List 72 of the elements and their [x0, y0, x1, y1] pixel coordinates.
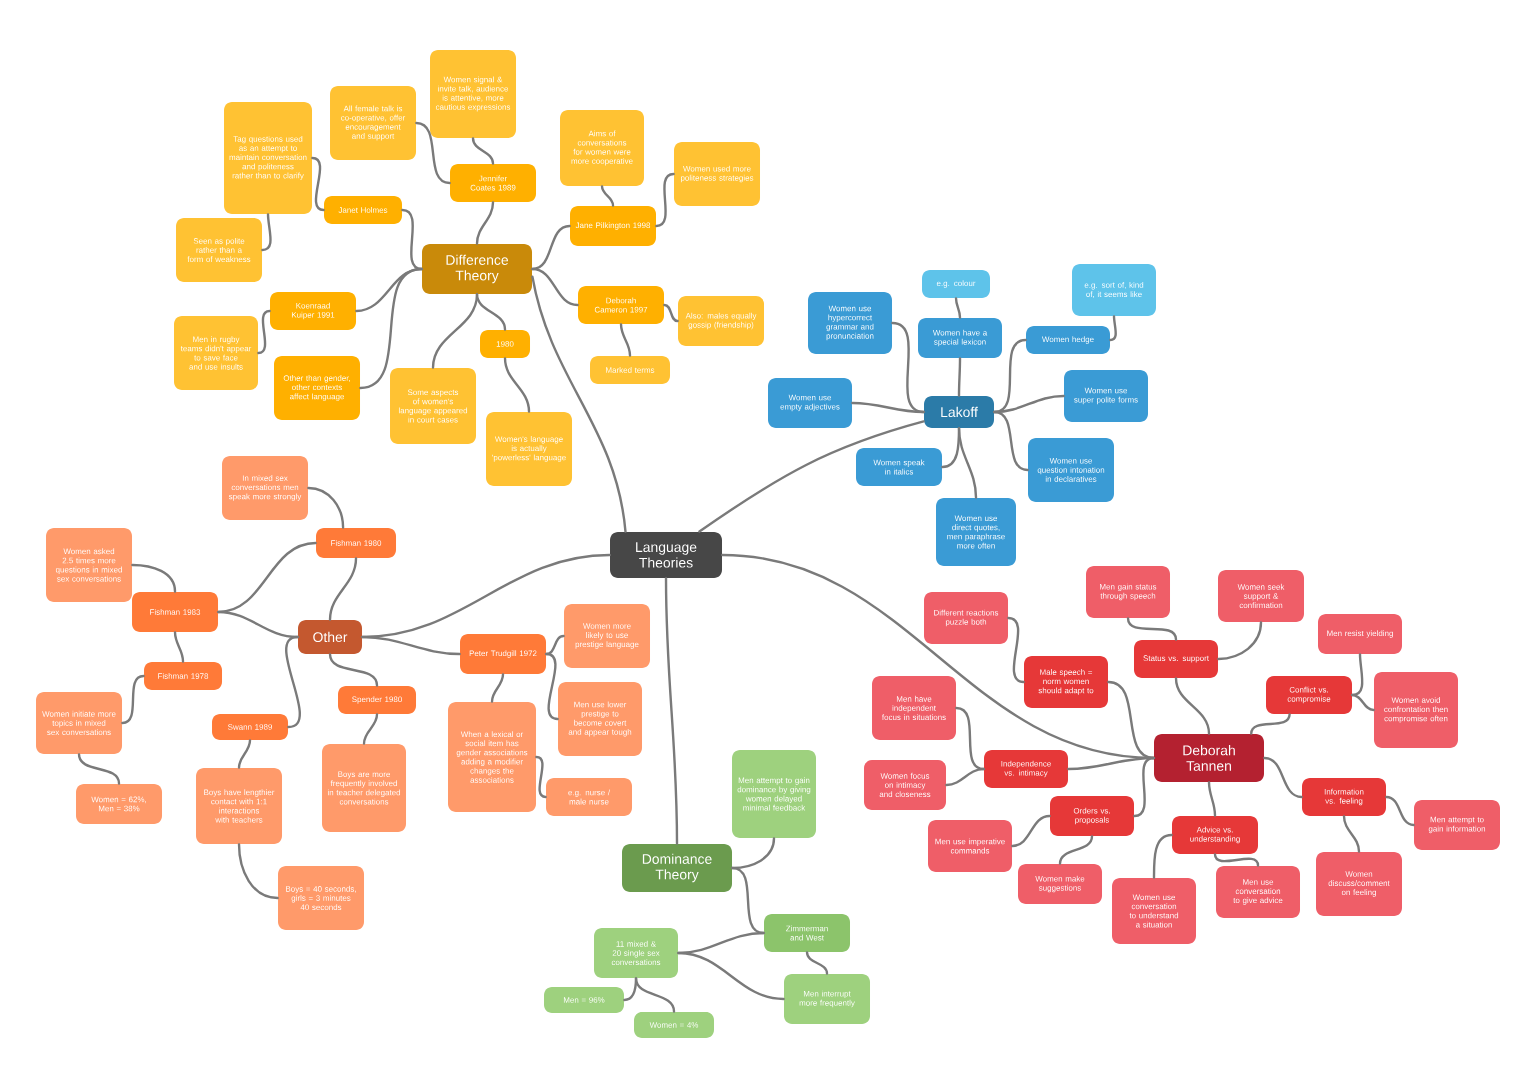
connector-line — [431, 293, 479, 369]
connector-line — [1174, 677, 1211, 735]
connector-line — [401, 208, 423, 271]
connector-line — [328, 653, 379, 687]
connector-line — [503, 357, 531, 413]
connector-line — [359, 267, 423, 390]
connector-line — [121, 674, 145, 725]
connector-line — [664, 577, 679, 845]
connector-line — [957, 427, 978, 499]
connector-line — [623, 977, 638, 1002]
connector-line — [77, 753, 121, 785]
connector-line — [663, 303, 679, 323]
connector-line — [531, 267, 579, 307]
connector-line — [1207, 781, 1217, 817]
connector-line — [1213, 853, 1260, 867]
connector-line — [619, 323, 632, 357]
connector-line — [535, 755, 547, 799]
connector-line — [993, 394, 1065, 414]
connector-line — [257, 309, 271, 355]
connector-line — [1067, 756, 1155, 771]
connector-line — [307, 486, 345, 529]
connector-line — [1126, 617, 1178, 641]
connector-line — [362, 713, 379, 745]
connector-line — [993, 410, 1029, 472]
connector-line — [957, 357, 962, 397]
connector-line — [1250, 713, 1291, 735]
connector-line — [1107, 680, 1155, 760]
connector-line — [945, 767, 985, 787]
connector-line — [311, 156, 325, 212]
connector-line — [677, 951, 785, 1001]
connector-line — [545, 652, 559, 721]
connector-line — [531, 224, 571, 271]
connector-line — [1109, 315, 1117, 342]
connector-line — [490, 673, 505, 703]
connector-line — [954, 297, 962, 319]
connector-line — [1011, 814, 1051, 848]
connector-line — [475, 293, 507, 331]
connector-line — [328, 557, 358, 621]
connector-line — [285, 635, 301, 729]
connector-line — [415, 121, 451, 185]
connector-line — [261, 213, 272, 252]
connector-line — [471, 137, 495, 165]
connector-line — [531, 275, 627, 533]
connector-line — [1133, 756, 1155, 818]
connector-line — [1058, 835, 1094, 865]
connector-line — [993, 338, 1027, 414]
connector-line — [1152, 833, 1173, 879]
connector-line — [731, 837, 776, 870]
connector-line — [698, 420, 925, 533]
connector-line — [355, 267, 423, 313]
connector-line — [173, 631, 185, 663]
connector-line — [1351, 693, 1375, 712]
connector-line — [1263, 756, 1303, 799]
connector-line — [655, 172, 675, 228]
connector-line — [361, 635, 461, 656]
connector-line — [1217, 621, 1263, 661]
connector-line — [600, 185, 615, 207]
connector-line — [805, 951, 829, 975]
connector-line — [131, 563, 177, 593]
connector-line — [731, 866, 765, 935]
connector-line — [851, 401, 925, 414]
connector-line — [677, 931, 765, 955]
connector-line — [237, 739, 252, 769]
connector-line — [217, 541, 317, 614]
connector-line — [237, 843, 279, 900]
connector-line — [1351, 653, 1364, 697]
connector-line — [955, 706, 985, 771]
connector-line — [475, 201, 495, 245]
connector-line — [634, 977, 676, 1013]
connector-line — [1385, 795, 1415, 827]
connector-line — [1342, 815, 1361, 853]
connector-line — [545, 634, 565, 656]
